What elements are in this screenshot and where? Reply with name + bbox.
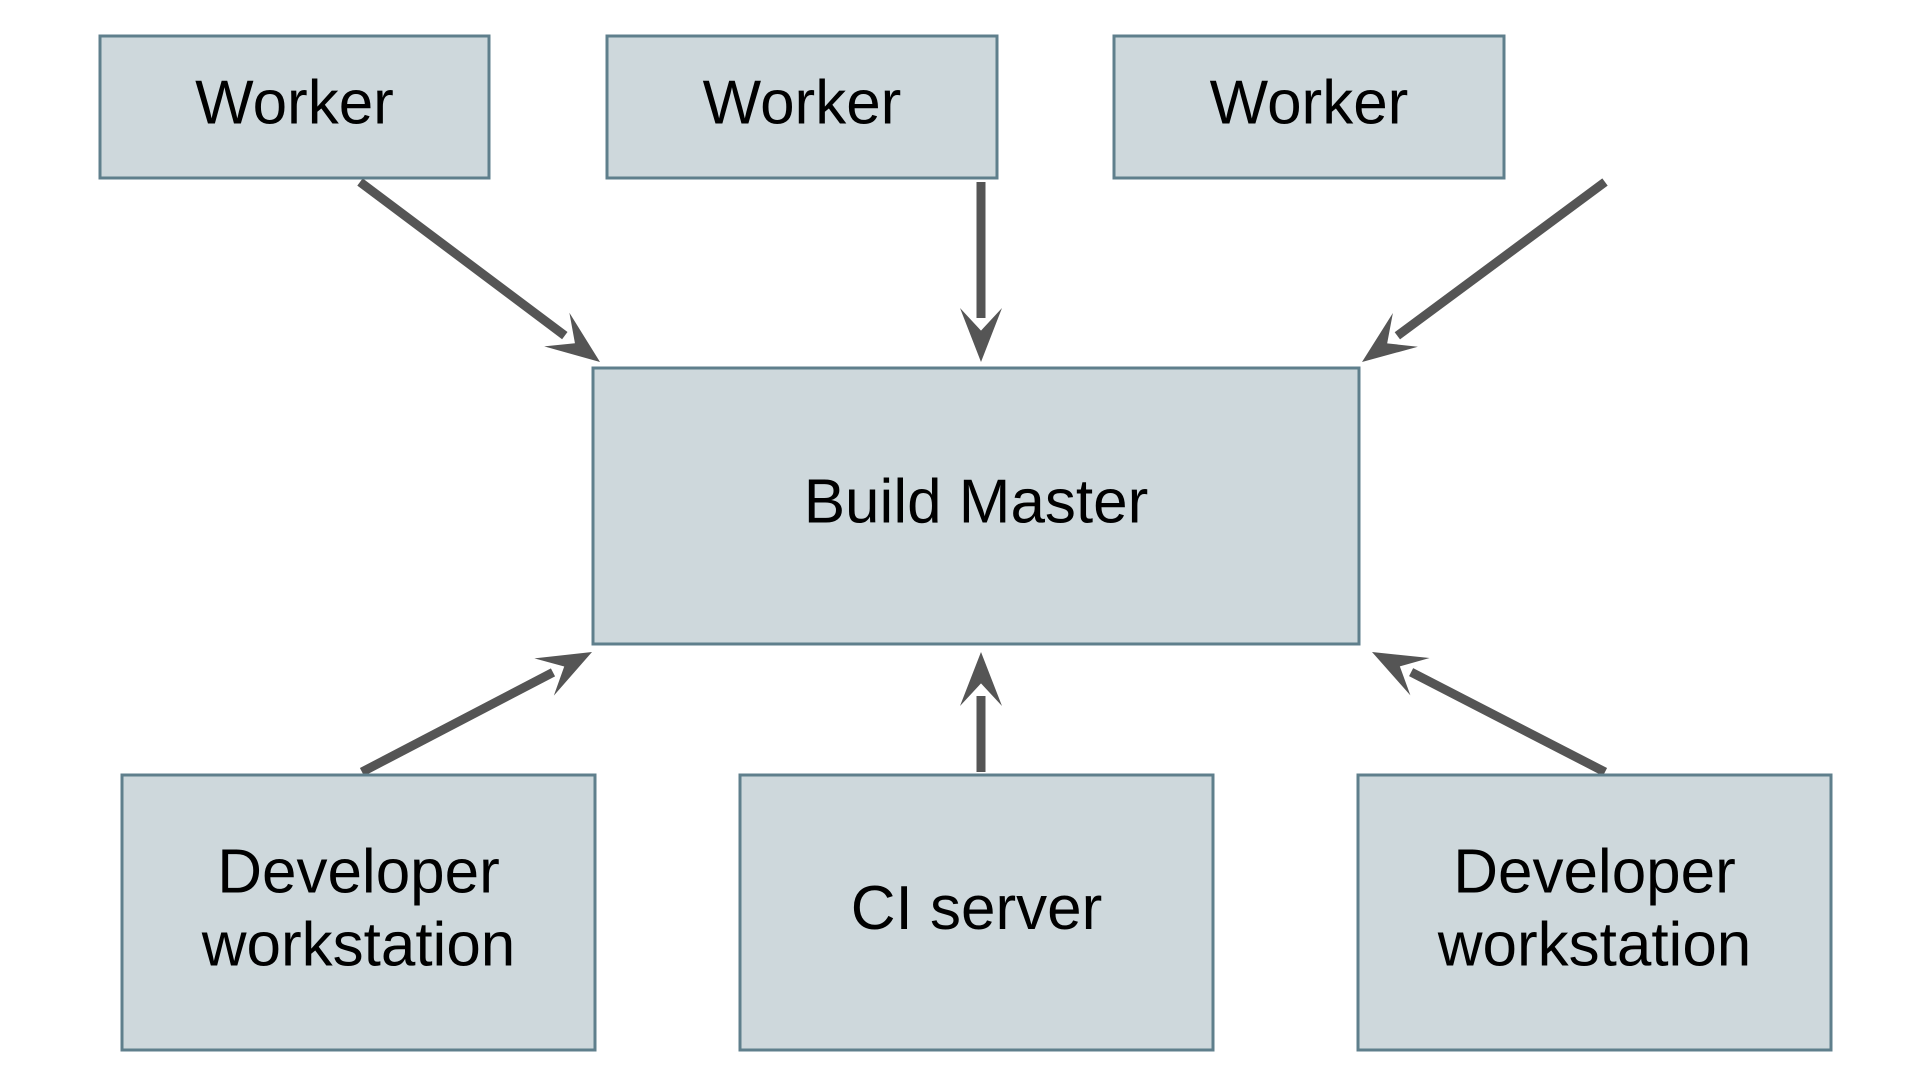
arrowhead-icon: [960, 652, 1002, 706]
arrowhead-icon: [960, 308, 1002, 362]
edge-worker-1-to-build-master: [357, 178, 600, 362]
edge-shaft: [1409, 668, 1608, 777]
node-box[interactable]: [605, 34, 999, 180]
node-label: Worker: [1210, 68, 1409, 137]
node-box[interactable]: [120, 773, 597, 1052]
arrowhead-icon: [544, 312, 600, 362]
node-label: Build Master: [804, 467, 1149, 536]
node-ci-server[interactable]: CI server: [738, 773, 1215, 1052]
node-worker-1[interactable]: Worker: [98, 34, 491, 180]
node-build-master[interactable]: Build Master: [591, 366, 1361, 646]
edge-shaft: [1394, 178, 1608, 340]
node-box[interactable]: [1112, 34, 1506, 180]
edge-shaft: [357, 178, 568, 340]
node-label: Developer: [217, 837, 500, 906]
edge-worker-2-to-build-master: [960, 182, 1002, 362]
edges-layer: [357, 178, 1608, 777]
node-box[interactable]: [1356, 773, 1833, 1052]
arrowhead-icon: [534, 652, 592, 696]
edge-developer-workstation-right-to-build-master: [1372, 652, 1608, 777]
arrowhead-icon: [1362, 312, 1418, 362]
node-label: workstation: [201, 910, 516, 979]
node-box[interactable]: [738, 773, 1215, 1052]
node-worker-3[interactable]: Worker: [1112, 34, 1506, 180]
edge-ci-server-to-build-master: [960, 652, 1002, 772]
edge-worker-3-to-build-master: [1362, 178, 1608, 362]
node-label: workstation: [1437, 910, 1752, 979]
node-worker-2[interactable]: Worker: [605, 34, 999, 180]
node-label: Worker: [703, 68, 902, 137]
arrowhead-icon: [1372, 652, 1430, 696]
node-label: CI server: [851, 874, 1102, 943]
node-box[interactable]: [591, 366, 1361, 646]
edge-developer-workstation-left-to-build-master: [359, 652, 592, 776]
node-label: Worker: [195, 68, 394, 137]
edge-shaft: [359, 668, 556, 776]
node-label: Developer: [1453, 837, 1736, 906]
node-box[interactable]: [98, 34, 491, 180]
